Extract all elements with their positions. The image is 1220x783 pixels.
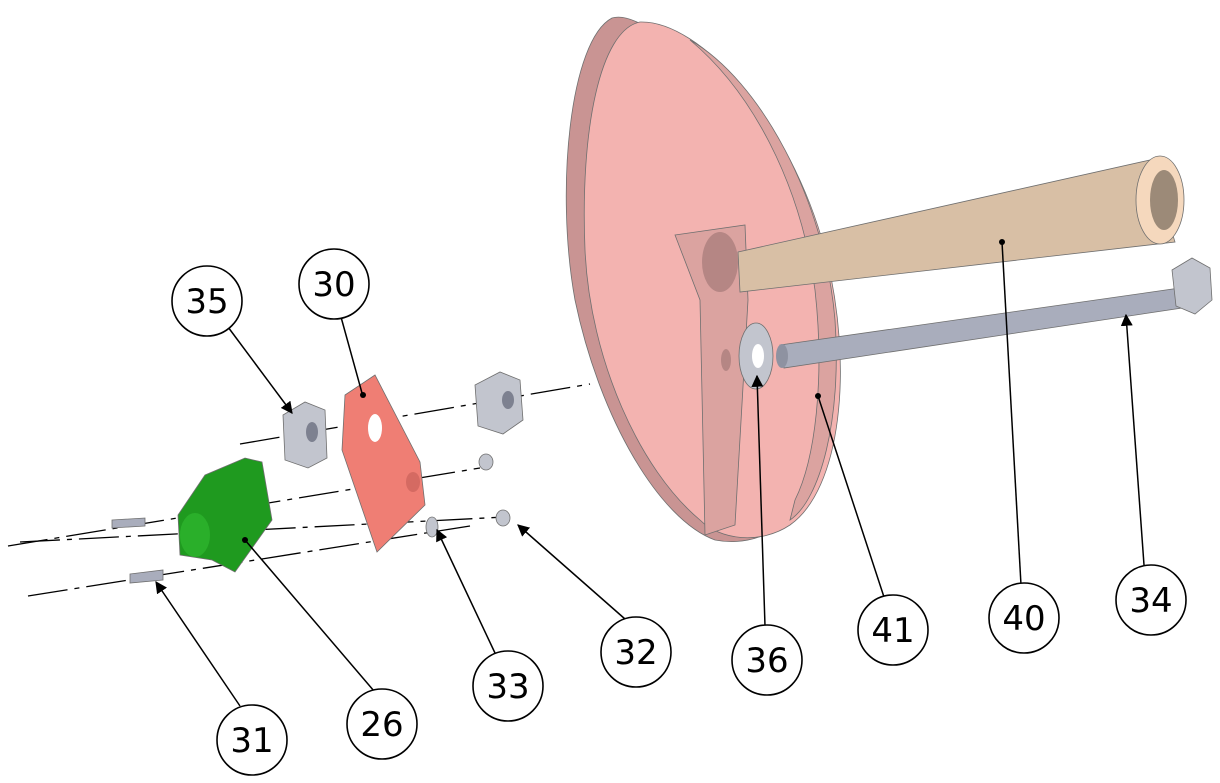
balloon-30: 30 <box>298 248 370 320</box>
bracket-plate-hole-large <box>368 414 382 442</box>
leader-26-dot <box>242 537 248 543</box>
balloon-34-label: 34 <box>1129 581 1172 621</box>
leader-31 <box>155 581 241 707</box>
leader-30 <box>340 316 363 394</box>
part-32-nut-small <box>495 509 511 527</box>
bolt-shank <box>779 287 1183 369</box>
clamp-block-boss <box>180 513 210 557</box>
leader-26 <box>244 539 375 692</box>
leader-32 <box>517 524 626 620</box>
bracket-plate-body <box>341 374 426 553</box>
balloon-34: 34 <box>1115 564 1187 636</box>
wheel-hub-arm <box>674 224 749 536</box>
flange-nut-right-body <box>474 371 524 435</box>
wheel-inner-groove <box>689 39 837 521</box>
small-hardware <box>111 453 511 584</box>
balloon-41-label: 41 <box>871 611 914 651</box>
part-40-spindle-tube <box>737 155 1185 293</box>
spindle-tube-bore <box>1150 170 1178 230</box>
balloon-41: 41 <box>857 594 929 666</box>
screw-upper <box>111 517 146 529</box>
balloon-33: 33 <box>472 650 544 722</box>
part-31-screw-lower <box>129 569 164 584</box>
balloon-35: 35 <box>171 265 243 337</box>
balloon-31: 31 <box>216 704 288 776</box>
balloons: 35 30 31 26 33 32 36 41 <box>171 248 1187 776</box>
balloon-26: 26 <box>346 688 418 760</box>
leader-33 <box>436 528 496 654</box>
part-41-wheel <box>565 16 841 542</box>
balloon-36: 36 <box>731 624 803 696</box>
leader-34 <box>1120 313 1145 566</box>
bolt-hex-head <box>1171 257 1213 315</box>
axis-line-lower-2 <box>27 525 471 597</box>
leader-lines <box>155 239 1145 707</box>
balloon-36-label: 36 <box>745 641 788 681</box>
flange-nut-left-hole <box>306 422 318 442</box>
leader-41-dot <box>815 393 821 399</box>
flange-nut-left-body <box>282 401 328 469</box>
balloon-30-label: 30 <box>312 265 355 305</box>
leader-30-dot <box>360 392 366 398</box>
spindle-tube-body <box>737 159 1176 293</box>
leader-40 <box>1001 241 1022 586</box>
leader-41 <box>817 395 885 598</box>
balloon-32-label: 32 <box>614 633 657 673</box>
bolt-shank-end <box>776 344 788 368</box>
balloon-35-label: 35 <box>185 282 228 322</box>
part-33-washer-small <box>425 516 439 538</box>
balloon-33-label: 33 <box>486 667 529 707</box>
part-34-long-bolt <box>776 257 1213 369</box>
leader-36 <box>751 374 766 627</box>
flange-nut-right <box>474 371 524 435</box>
part-35-flange-nut <box>282 401 328 469</box>
part-36-washer <box>738 322 774 390</box>
leader-40-dot <box>999 239 1005 245</box>
nut-small-upper <box>478 453 494 471</box>
wheel-hub-bore <box>702 232 738 292</box>
part-30-bracket-plate <box>341 374 426 553</box>
flange-nut-right-hole <box>502 391 514 409</box>
balloon-40-label: 40 <box>1002 599 1045 639</box>
leader-35 <box>227 326 293 414</box>
wheel-pin-hole <box>721 349 731 371</box>
balloon-40: 40 <box>988 582 1060 654</box>
washer-hole <box>752 344 764 368</box>
balloon-26-label: 26 <box>360 705 403 745</box>
balloon-32: 32 <box>600 616 672 688</box>
bracket-plate-boss <box>406 472 420 492</box>
balloon-31-label: 31 <box>230 721 273 761</box>
